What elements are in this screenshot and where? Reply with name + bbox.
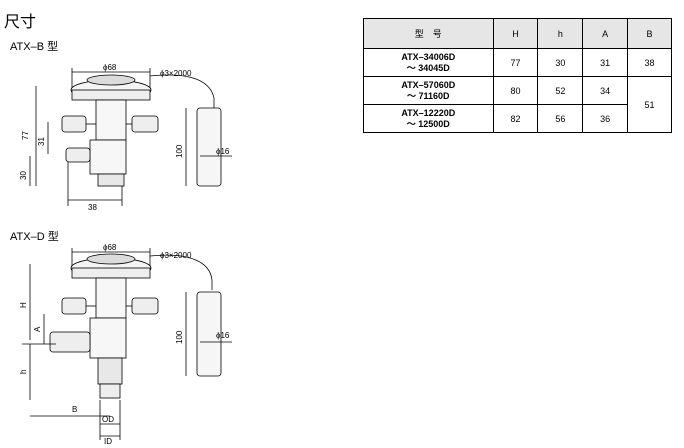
cell-H: 80 (492, 76, 539, 105)
header-h: h (537, 18, 584, 49)
spec-table: 型 号 H h A B ATX–34006D ～ 34045D 77 30 31… (363, 18, 672, 133)
model-line2: ～ 12500D (406, 118, 450, 129)
header-B: B (627, 18, 672, 49)
dim-b-31: 31 (37, 137, 46, 146)
table-row: ATX–12220D ～ 12500D 82 56 36 (363, 104, 672, 133)
dim-b-phi16: ϕ16 (216, 147, 230, 156)
table-header-row: 型 号 H h A B (363, 18, 672, 49)
table-row: ATX–34006D ～ 34045D 77 30 31 38 (363, 48, 672, 77)
cell-B: 38 (627, 48, 672, 77)
cell-h: 52 (537, 76, 584, 105)
header-model: 型 号 (363, 18, 494, 49)
section-heading: 尺寸 (4, 12, 37, 31)
dim-d-100: 100 (175, 330, 184, 344)
dim-d-cap: ϕ3×2000 (160, 251, 192, 260)
cell-H: 82 (492, 104, 539, 133)
model-line1: ATX–34006D (401, 51, 456, 62)
model-line1: ATX–57060D (401, 79, 456, 90)
cell-model: ATX–34006D ～ 34045D (363, 48, 494, 77)
table-row: ATX–57060D ～ 71160D 80 52 34 51 (363, 76, 672, 133)
dim-d-phi16: ϕ16 (216, 331, 230, 340)
dim-b-38: 38 (88, 203, 97, 212)
figure-d-drawing: ϕ68 ϕ3×2000 H A h B OD ID 100 ϕ16 (19, 243, 232, 446)
cell-h: 30 (537, 48, 584, 77)
figure-d-label: ATX–D 型 (10, 231, 59, 243)
dim-b-77: 77 (21, 131, 30, 140)
dim-d-h: h (19, 370, 28, 374)
cell-A: 36 (582, 104, 629, 133)
model-line1: ATX–12220D (401, 107, 456, 118)
cell-A: 34 (582, 76, 629, 105)
cell-model: ATX–12220D ～ 12500D (363, 104, 494, 133)
header-H: H (492, 18, 539, 49)
figure-b-drawing: ϕ68 ϕ3×2000 77 31 30 38 100 ϕ16 (19, 63, 232, 212)
cell-A: 31 (582, 48, 629, 77)
header-A: A (582, 18, 629, 49)
dim-d-ID: ID (104, 437, 112, 446)
model-line2: ～ 34045D (406, 62, 450, 73)
model-line2: ～ 71160D (407, 90, 450, 101)
cell-h: 56 (537, 104, 584, 133)
dim-d-A: A (33, 326, 42, 332)
cell-H: 77 (492, 48, 539, 77)
dim-b-phi68: ϕ68 (103, 63, 117, 72)
dim-b-100: 100 (175, 144, 184, 158)
figure-b-label: ATX–B 型 (10, 41, 59, 53)
cell-model: ATX–57060D ～ 71160D (363, 76, 494, 105)
dim-d-B: B (72, 405, 77, 414)
cell-B: 51 (627, 76, 672, 133)
dim-d-phi68: ϕ68 (103, 243, 117, 252)
dim-d-H: H (19, 302, 28, 308)
dim-d-OD: OD (102, 415, 114, 424)
dim-b-cap: ϕ3×2000 (160, 69, 192, 78)
dim-b-30: 30 (19, 171, 28, 180)
